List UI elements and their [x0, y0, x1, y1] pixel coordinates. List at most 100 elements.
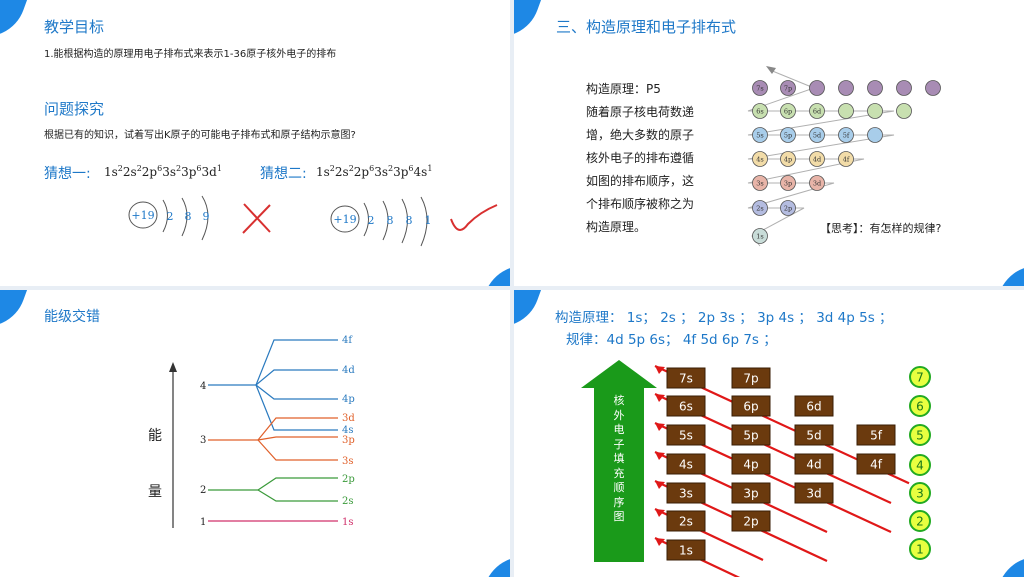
orbital-box-label: 3d — [806, 487, 821, 501]
electron-count: 2 — [176, 164, 182, 173]
electron-count: 2 — [329, 164, 335, 173]
orbital-box: 5p — [731, 424, 771, 446]
orbital-box: 2s — [666, 510, 706, 532]
orbital-box-rect — [666, 539, 706, 561]
orbital-label: 7s — [756, 85, 763, 93]
orbital-box-label: 6s — [679, 400, 693, 414]
shell-arc — [382, 200, 389, 241]
orbital-label: 4f — [843, 156, 850, 164]
orbital-box: 6p — [731, 395, 771, 417]
orbital-box-label: 2s — [679, 515, 693, 529]
orbital-box-label: 7p — [743, 372, 758, 386]
shell-count: 9 — [203, 210, 210, 223]
goal-text: 1.能根据构造的原理用电子排布式来表示1-36原子核外电子的排布 — [44, 49, 337, 60]
guess2-label: 猜想二: — [260, 166, 307, 182]
orbital-box-rect — [731, 395, 771, 417]
orbital-box-label: 6d — [806, 400, 821, 414]
orbital-circle — [752, 228, 768, 244]
sublevel-line-3p — [257, 436, 338, 441]
shell-number: 2 — [916, 515, 924, 529]
shell-number-circle — [909, 424, 931, 446]
orbital-circle-empty — [925, 80, 941, 96]
principle-line: 增，绝大多数的原子 — [586, 128, 695, 142]
electron-count: 6 — [408, 164, 414, 173]
nucleus-circle — [330, 205, 360, 233]
orbital-box: 4p — [731, 453, 771, 475]
sublevel-line-4p — [255, 384, 338, 400]
slide-teaching-goals: 教学目标 1.能根据构造的原理用电子排布式来表示1-36原子核外电子的排布 问题… — [0, 0, 510, 286]
shell-number-circle — [909, 366, 931, 388]
orbital-box-rect — [666, 367, 706, 389]
orbital-label: 3p — [784, 180, 792, 188]
orbital-term: 3p — [181, 165, 197, 179]
sublevel-label: 2s — [342, 496, 354, 507]
orbital-label: 6d — [813, 108, 821, 116]
wrong-mark — [242, 204, 271, 234]
order-arrowhead — [655, 538, 665, 546]
arrow-label-char: 电 — [613, 423, 625, 436]
electron-count: 2 — [136, 164, 142, 173]
nucleus-circle — [128, 201, 158, 229]
sublevel-label: 4f — [342, 335, 353, 346]
orbital-box: 7s — [666, 367, 706, 389]
orbital-box: 6s — [666, 395, 706, 417]
principle-line: 构造原理。 — [586, 220, 647, 234]
orbital-label: 2p — [784, 205, 792, 213]
orbital-term: 3p — [393, 165, 409, 179]
orbital-circle — [780, 103, 796, 119]
sublevel-label: 3s — [342, 456, 354, 467]
orbital-box-rect — [666, 395, 706, 417]
sublevel-label: 4p — [342, 394, 355, 405]
sublevel-line-4s — [255, 384, 338, 431]
correct-mark — [450, 204, 498, 231]
orbital-term: 2s — [334, 165, 349, 179]
orbital-box: 1s — [666, 539, 706, 561]
orbital-box: 4d — [794, 453, 834, 475]
orbital-term: 2p — [141, 165, 158, 179]
sublevel-line-4d — [255, 369, 338, 386]
axis-label: 量 — [148, 484, 162, 500]
orbital-circle-empty — [867, 80, 883, 96]
orbital-circle — [752, 127, 768, 143]
level-label: 4 — [200, 381, 206, 392]
shell-count: 2 — [167, 210, 174, 223]
orbital-circle-empty — [896, 80, 912, 96]
orbital-term: 3d — [201, 165, 217, 179]
orbital-label: 6p — [784, 108, 792, 116]
orbital-box-label: 4d — [806, 458, 821, 472]
orbital-circle-empty — [838, 80, 854, 96]
slide-energy-levels: 能级交错 能 量 4 4f 4d 4p 4s 3 3d 3p 3s 2 2p 2… — [0, 290, 510, 577]
sublevel-label: 4s — [342, 425, 354, 436]
shell-count: 8 — [406, 214, 413, 227]
orbital-box: 4s — [666, 453, 706, 475]
electron-count: 1 — [427, 164, 433, 173]
orbital-term: 1s — [316, 165, 330, 179]
orbital-label: 5d — [813, 132, 821, 140]
orbital-circle — [780, 175, 796, 191]
principle-line: 随着原子核电荷数递 — [586, 105, 695, 119]
sublevel-label: 3d — [342, 413, 355, 424]
orbital-term: 3s — [162, 165, 176, 179]
orbital-circle-empty — [867, 103, 883, 119]
orbital-term: 1s — [104, 165, 118, 179]
level-label: 1 — [200, 517, 206, 528]
orbital-box: 2p — [731, 510, 771, 532]
orbital-box: 7p — [731, 367, 771, 389]
orbital-box-rect — [666, 424, 706, 446]
orbital-circle — [780, 151, 796, 167]
arrow-label: 核外电子填充顺序图 — [611, 394, 627, 525]
sublevel-line-2s — [257, 489, 338, 502]
orbital-box: 4f — [856, 453, 896, 475]
orbital-box-label: 4f — [870, 458, 883, 472]
orbital-box: 3d — [794, 482, 834, 504]
orbital-box-label: 3s — [679, 487, 693, 501]
question-text: 根据已有的知识，试着写出K原子的可能电子排布式和原子结构示意图? — [44, 130, 356, 141]
principle-line: 个排布顺序被称之为 — [586, 197, 695, 211]
orbital-circle — [838, 127, 854, 143]
orbital-term: 3s — [374, 165, 388, 179]
shell-arc — [401, 198, 408, 244]
orbital-label: 5p — [784, 132, 792, 140]
orbital-box-label: 5f — [870, 429, 883, 443]
shell-count: 2 — [368, 214, 375, 227]
